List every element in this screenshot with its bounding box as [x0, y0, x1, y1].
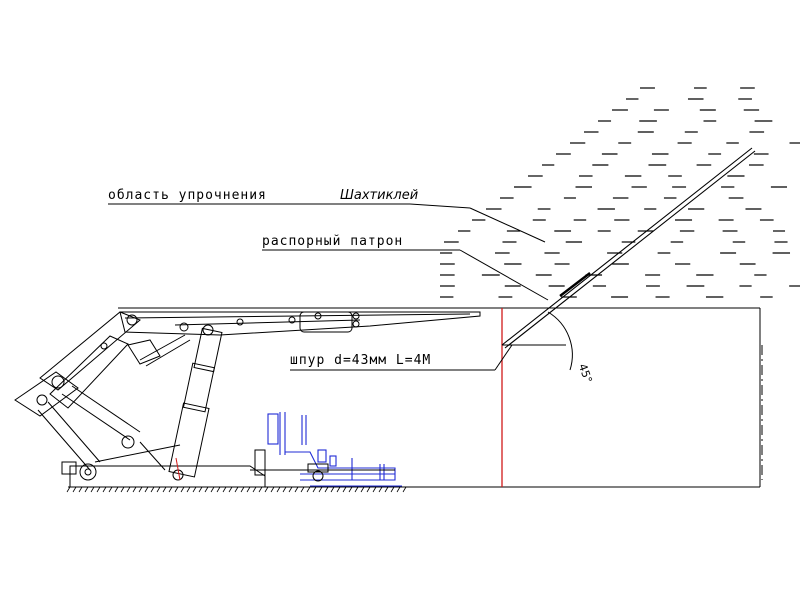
- floor-tick: [144, 486, 149, 493]
- floor-tick: [180, 486, 185, 493]
- floor-tick: [324, 486, 329, 493]
- floor-tick: [102, 486, 107, 493]
- floor-tick: [210, 486, 215, 493]
- floor-tick: [348, 486, 353, 493]
- floor-tick: [72, 486, 77, 493]
- working-outline: [68, 307, 763, 488]
- label-borehole: шпур d=43мм L=4М: [290, 353, 432, 368]
- floor-tick: [114, 486, 119, 493]
- hydraulic-prop: [168, 324, 223, 481]
- support-machine: [14, 311, 481, 488]
- floor-tick: [66, 486, 71, 493]
- label-hardening-zone: область упрочнения: [108, 188, 267, 203]
- floor-tick: [276, 486, 281, 493]
- floor-tick: [108, 486, 113, 493]
- leader-lines: [108, 203, 549, 371]
- floor-tick: [198, 486, 203, 493]
- floor-tick: [258, 486, 263, 493]
- floor-tick: [366, 486, 371, 493]
- floor-tick: [132, 486, 137, 493]
- floor-tick: [300, 486, 305, 493]
- floor-tick: [168, 486, 173, 493]
- floor-tick: [78, 486, 83, 493]
- floor-tick: [384, 486, 389, 493]
- floor-tick: [372, 486, 377, 493]
- floor-tick: [192, 486, 197, 493]
- rock-strata-hatching: [440, 87, 800, 298]
- borehole-line: [501, 147, 756, 349]
- floor-tick: [294, 486, 299, 493]
- floor-tick: [360, 486, 365, 493]
- floor-tick: [240, 486, 245, 493]
- floor-tick: [390, 486, 395, 493]
- floor-tick: [228, 486, 233, 493]
- floor-tick: [156, 486, 161, 493]
- floor-tick: [270, 486, 275, 493]
- floor-tick: [126, 486, 131, 493]
- floor-tick: [264, 486, 269, 493]
- floor-tick: [396, 486, 401, 493]
- floor-tick: [222, 486, 227, 493]
- floor-tick: [138, 486, 143, 493]
- floor-tick: [120, 486, 125, 493]
- angle-marker: [502, 311, 573, 371]
- floor-tick: [150, 486, 155, 493]
- label-expansion-cartridge: распорный патрон: [262, 234, 404, 249]
- floor-tick: [336, 486, 341, 493]
- floor-tick: [162, 486, 167, 493]
- floor-tick: [306, 486, 311, 493]
- label-material: Шахтиклей: [340, 188, 419, 203]
- floor-tick: [342, 486, 347, 493]
- floor-tick: [84, 486, 89, 493]
- floor-tick: [204, 486, 209, 493]
- floor-ground: [66, 486, 407, 493]
- floor-tick: [234, 486, 239, 493]
- floor-tick: [90, 486, 95, 493]
- floor-tick: [246, 486, 251, 493]
- drill-rig-frame: [250, 449, 395, 482]
- floor-tick: [216, 486, 221, 493]
- floor-tick: [96, 486, 101, 493]
- floor-tick: [282, 486, 287, 493]
- floor-tick: [288, 486, 293, 493]
- floor-tick: [354, 486, 359, 493]
- floor-tick: [186, 486, 191, 493]
- floor-tick: [378, 486, 383, 493]
- floor-tick: [174, 486, 179, 493]
- floor-tick: [252, 486, 257, 493]
- floor-tick: [318, 486, 323, 493]
- floor-tick: [402, 486, 407, 493]
- floor-tick: [330, 486, 335, 493]
- floor-tick: [312, 486, 317, 493]
- drill-rig: [267, 412, 402, 487]
